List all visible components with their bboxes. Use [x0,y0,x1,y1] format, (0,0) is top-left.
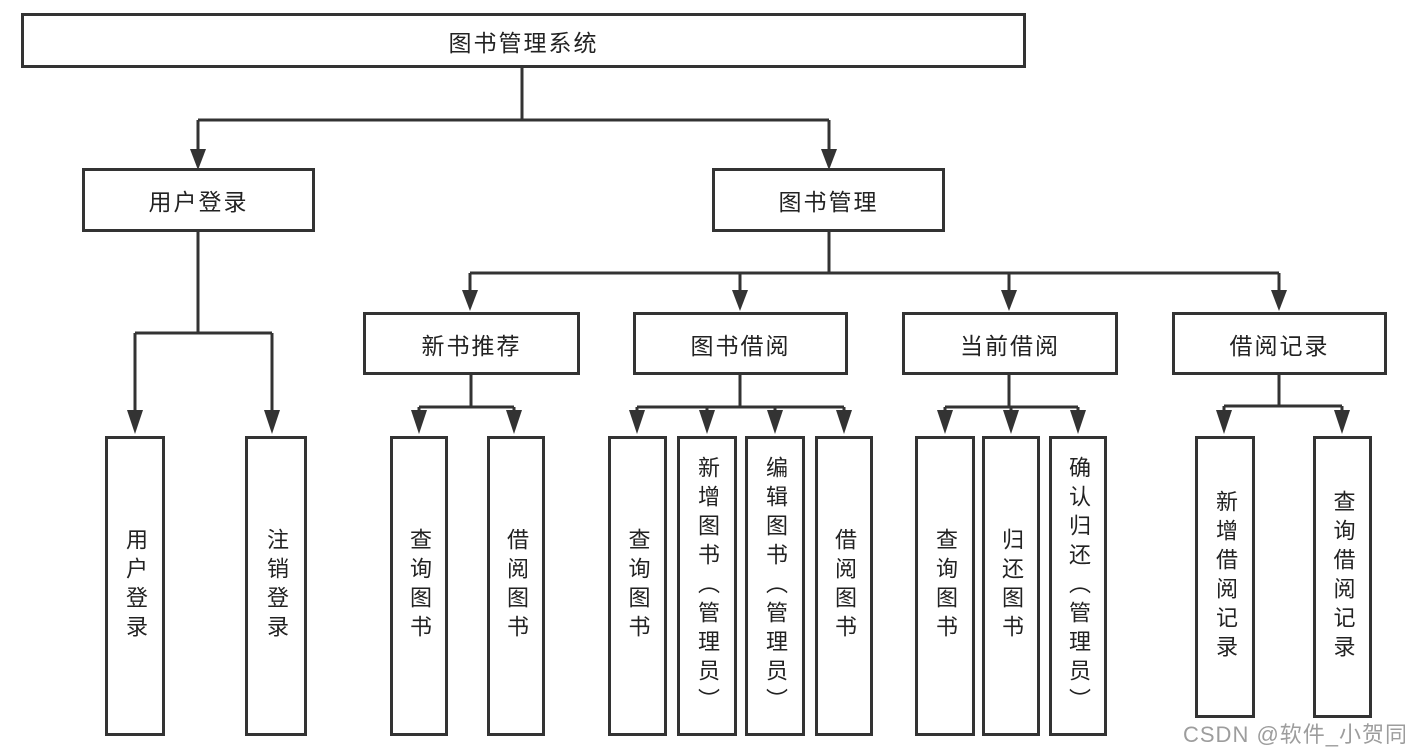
leaf-borrow-edit-book-admin-label: 编辑图书（管理员） [763,455,788,717]
leaf-current-confirm-return-admin: 确认归还（管理员） [1049,436,1107,736]
watermark: CSDN @软件_小贺同学 [1183,722,1405,747]
leaf-user-login: 用户登录 [105,436,165,736]
leaf-current-return-book: 归还图书 [982,436,1040,736]
leaf-current-confirm-return-admin-label: 确认归还（管理员） [1066,455,1091,717]
leaf-borrow-add-book-admin-label: 新增图书（管理员） [695,455,720,717]
leaf-borrow-edit-book-admin: 编辑图书（管理员） [745,436,805,736]
node-book-management-label: 图书管理 [778,189,879,215]
node-root-library-system: 图书管理系统 [21,13,1026,68]
leaf-current-query-book-label: 查询图书 [933,528,958,644]
leaf-recommend-borrow-book: 借阅图书 [487,436,545,736]
node-user-login-label: 用户登录 [148,189,249,215]
leaf-recommend-query-book: 查询图书 [390,436,448,736]
node-borrow-record-label: 借阅记录 [1229,332,1330,359]
node-book-management: 图书管理 [712,168,945,232]
leaf-borrow-borrow-book-label: 借阅图书 [832,528,857,644]
leaf-record-query-record-label: 查询借阅记录 [1330,490,1356,664]
leaf-record-query-record: 查询借阅记录 [1313,436,1372,718]
leaf-borrow-query-book: 查询图书 [608,436,667,736]
leaf-current-query-book: 查询图书 [915,436,975,736]
leaf-record-add-record-label: 新增借阅记录 [1213,490,1238,664]
node-root-label: 图书管理系统 [448,29,599,56]
leaf-user-login-label: 用户登录 [123,528,148,644]
node-new-book-recommend: 新书推荐 [363,312,580,375]
node-book-borrow: 图书借阅 [633,312,848,375]
leaf-borrow-add-book-admin: 新增图书（管理员） [677,436,737,736]
node-user-login: 用户登录 [82,168,315,232]
leaf-borrow-borrow-book: 借阅图书 [815,436,873,736]
leaf-record-add-record: 新增借阅记录 [1195,436,1255,718]
node-current-borrow-label: 当前借阅 [960,332,1060,359]
leaf-borrow-query-book-label: 查询图书 [625,528,651,644]
leaf-current-return-book-label: 归还图书 [999,528,1024,644]
leaf-logout-label: 注销登录 [264,528,289,644]
leaf-logout: 注销登录 [245,436,307,736]
leaf-recommend-query-book-label: 查询图书 [407,528,432,644]
leaf-recommend-borrow-book-label: 借阅图书 [504,528,529,644]
node-new-book-recommend-label: 新书推荐 [421,332,522,359]
node-book-borrow-label: 图书借阅 [690,332,791,359]
node-borrow-record: 借阅记录 [1172,312,1387,375]
node-current-borrow: 当前借阅 [902,312,1118,375]
